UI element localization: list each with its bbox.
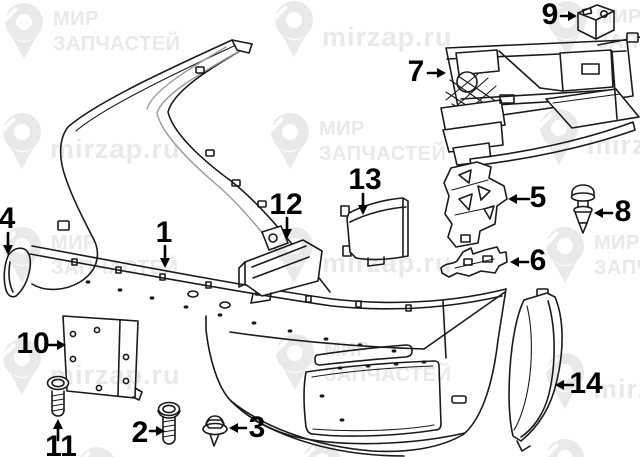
part-14-arch-trim (508, 288, 563, 452)
callout-10[interactable]: 10 (16, 327, 50, 360)
part-9-bracket (577, 4, 615, 40)
callout-13-arrow (358, 192, 368, 215)
part-2-screw (157, 401, 181, 445)
callout-9-arrow (559, 11, 577, 21)
part-13-guide (340, 197, 409, 267)
callout-13[interactable]: 13 (348, 163, 382, 196)
callout-11-arrow (53, 419, 63, 442)
callout-11[interactable]: 11 (45, 430, 77, 457)
part-4-tow-hook-cover (3, 247, 32, 298)
callout-4[interactable]: 4 (0, 202, 16, 235)
callout-14[interactable]: 14 (569, 367, 603, 400)
callout-9[interactable]: 9 (541, 0, 559, 31)
part-7-carrier-assembly (440, 32, 640, 167)
callout-5-arrow (508, 194, 531, 204)
part-8-push-pin (570, 184, 596, 234)
part-11-screw (46, 375, 70, 417)
callout-5[interactable]: 5 (529, 181, 547, 214)
callout-3[interactable]: 3 (248, 411, 266, 444)
part-1-bumper-cover (29, 39, 507, 457)
callout-10-arrow (47, 340, 66, 350)
callout-3-arrow (229, 423, 248, 433)
part-6-bracket (440, 246, 508, 278)
callout-1-arrow (160, 244, 170, 268)
part-3-clip-nut (202, 415, 228, 447)
callout-6-arrow (510, 257, 530, 267)
callout-12[interactable]: 12 (269, 188, 303, 221)
callout-2[interactable]: 2 (131, 416, 149, 449)
callout-8[interactable]: 8 (614, 195, 632, 228)
callout-7[interactable]: 7 (407, 55, 425, 88)
part-12-bracket (238, 225, 323, 304)
callout-6[interactable]: 6 (529, 244, 547, 277)
callout-2-arrow (148, 426, 165, 436)
callout-1[interactable]: 1 (155, 216, 173, 249)
part-10-plate-bracket (62, 315, 143, 401)
part-5-side-bracket (443, 161, 508, 248)
callout-8-arrow (594, 208, 614, 218)
callout-7-arrow (426, 68, 446, 78)
